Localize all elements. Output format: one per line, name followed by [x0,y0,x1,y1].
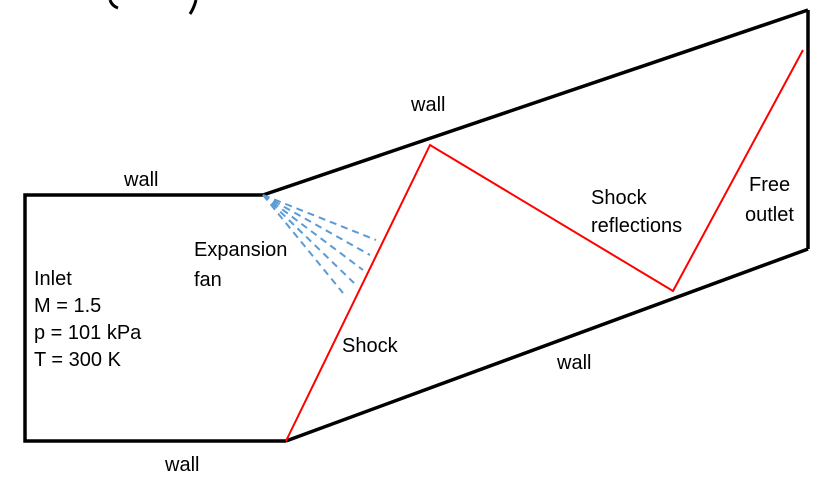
cropped-mark [108,0,119,10]
expansion-ray [262,194,344,294]
wall-label-top-right: wall [410,94,445,116]
shock-reflections-label: Shock reflections [591,187,682,237]
cropped-mark [188,0,198,15]
shock-line [285,49,804,442]
inlet-boundary [23,193,286,443]
expansion-ray [262,194,364,271]
expansion-fan-label: Expansion fan [194,239,293,291]
lower-ramp-wall [285,247,809,443]
upper-ramp-wall [262,8,809,197]
wall-label-bottom-right: wall [556,352,591,374]
wall-label-top-left: wall [123,169,158,191]
expansion-ray [262,194,371,256]
expansion-ray [262,194,377,241]
inlet-conditions-label: Inlet M = 1.5 p = 101 kPa T = 300 K [34,268,147,371]
free-outlet-label: Free outlet [745,174,796,226]
expansion-fan [262,194,377,294]
wall-label-bottom-left: wall [164,454,199,476]
shock-label: Shock [342,335,399,357]
expansion-ray [262,194,355,284]
domain-boundary [23,8,810,443]
